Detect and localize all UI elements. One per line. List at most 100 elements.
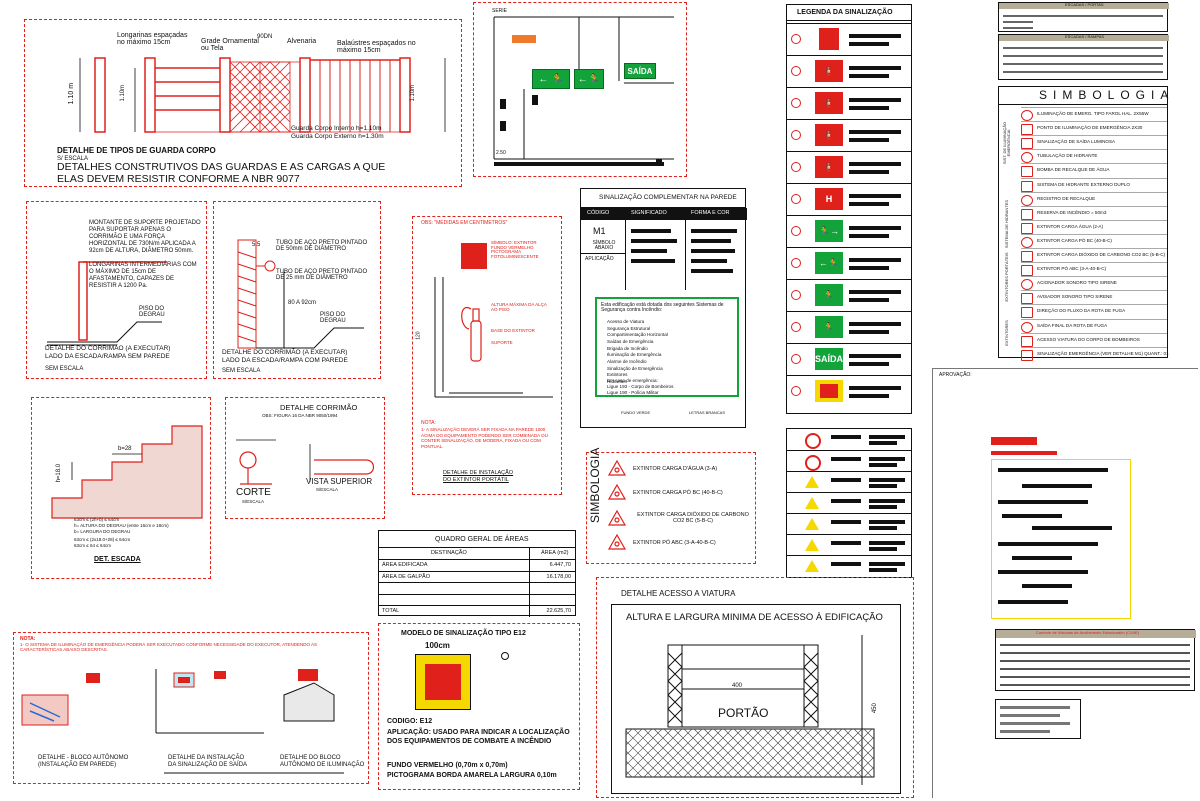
extintor-obs-title: OBS: "MEDIDAS EM CENTÍMETROS": [421, 220, 508, 226]
simbologia-right-label: TUBULAÇÃO DE HIDRANTE: [1037, 153, 1098, 159]
symbol-icon: [1021, 152, 1033, 164]
extintor-caption1: DETALHE DE INSTALAÇÃO: [443, 470, 514, 476]
cvae-table: Controle de Vistorias de Acolhimento Est…: [995, 629, 1196, 691]
bloco-nota: 1- O SISTEMA DE ILUMINAÇÃO DE EMERGÊNCIA…: [20, 642, 318, 652]
sin-comp-item: Extintores: [607, 372, 628, 378]
escada-drawing: [51, 425, 203, 519]
symbol-icon: [1021, 110, 1033, 121]
legenda-text-redacted: [849, 170, 889, 174]
e12-dim-w: 100cm: [425, 641, 450, 650]
simbologia-small-icons: [607, 459, 627, 550]
simbologia-right-label: SINALIZAÇÃO EMERGÊNCIA (VER DETALHE M1) …: [1037, 350, 1169, 356]
legenda-row: 🧯: [787, 151, 911, 184]
panel-extintor: OBS: "MEDIDAS EM CENTÍMETROS" SÍMBOLO: E…: [412, 216, 562, 495]
warning-icon: [805, 560, 819, 572]
legenda-text-redacted: [849, 106, 889, 110]
detalhe-corrimao-corte-escala: S/ESCALA: [242, 499, 265, 504]
sin-comp-simbolo: SÍMBOLO ABAIXO: [592, 240, 616, 252]
legend-small-text-redacted: [869, 463, 897, 467]
extintor-note-ext: ALTURA MÁXIMA DA ALÇA AO PISO: [491, 302, 547, 312]
bloco-caption3b: AUTÔNOMO DE ILUMINAÇÃO: [280, 762, 365, 768]
legenda-bullet-icon: [791, 34, 801, 44]
e12-red-field-icon: [820, 384, 838, 398]
simbologia-small-row-1: EXTINTOR CARGA D'ÁGUA (3-A): [633, 466, 718, 472]
legenda-bullet-icon: [791, 226, 801, 236]
legenda-text-redacted: [849, 298, 889, 302]
legenda-row: [787, 375, 911, 408]
symbol-icon: [1021, 236, 1033, 248]
quadro-row-value: 6.447,70: [549, 562, 571, 568]
legenda-text-redacted: [849, 130, 901, 134]
legenda-text-redacted: [849, 202, 889, 206]
exit-sign-saida: SAÍDA: [624, 63, 656, 79]
sin-comp-title: SINALIZAÇÃO COMPLEMENTAR NA PAREDE: [599, 194, 737, 201]
legend-small-text-redacted: [869, 526, 897, 530]
legend-small-text-redacted: [869, 568, 897, 572]
sin-comp-emergencia: Em caso de emergência:: [607, 378, 658, 383]
legenda-bullet-icon: [791, 386, 801, 396]
simbologia-right-label: EXTINTOR CARGA PÓ BC (40-B-C): [1037, 237, 1112, 243]
legenda-row: SAÍDA: [787, 343, 911, 376]
small-info-table: [995, 699, 1081, 739]
saida-elevation-drawing: [493, 16, 674, 166]
panel-acesso-viatura: DETALHE ACESSO A VIATURA ALTURA E LARGUR…: [596, 577, 914, 798]
panel-corrimao-com-parede: 5.5 TUBO DE AÇO PRETO PINTADO DE 50mm DE…: [213, 201, 381, 379]
sin-comp-item: Compartimentação Horizontal: [607, 332, 668, 338]
detalhe-corrimao-vista-escala: S/ESCALA: [316, 487, 339, 492]
simbologia-small-row-4: EXTINTOR PÓ ABC (3-A-40-B-C): [633, 540, 716, 546]
fire-sign-icon: [819, 28, 839, 50]
simbologia-right-row: ACIONADOR SONORO TIPO SIRENE: [1021, 276, 1167, 291]
sin-comp-item: Segurança Estrutural: [607, 325, 651, 331]
e12-red-field: [425, 664, 461, 700]
simbologia-right-row: TUBULAÇÃO DE HIDRANTE: [1021, 149, 1167, 164]
legend-small-text-redacted: [869, 435, 905, 439]
sin-comp-item: Iluminação de Emergência: [607, 352, 662, 358]
guarda-corpo-line2: ELAS DEVEM RESISTIR CONFORME A NBR 9077: [57, 173, 300, 185]
legend-small-text-redacted: [869, 441, 897, 445]
corrimao-com-parede-escala: SEM ESCALA: [222, 368, 261, 374]
label-guarda-interno: Guarda Corpo Interno h=1.10m: [291, 125, 382, 132]
panel-modelo-e12: MODELO DE SINALIZAÇÃO TIPO E12 100cm 100…: [378, 623, 580, 790]
sin-comp-item: Saídas de Emergência: [607, 338, 654, 344]
legenda-text-redacted: [849, 354, 901, 358]
fire-sign-icon: 🧯: [815, 156, 843, 178]
escada-title: DET. ESCADA: [94, 556, 141, 563]
legend-small-text-redacted: [831, 435, 861, 439]
quadro-col1: DESTINAÇÃO: [431, 550, 467, 556]
table-quadro-areas: QUADRO GERAL DE ÁREAS DESTINAÇÃO ÁREA (m…: [378, 530, 576, 617]
dim-110m: 1.10 m: [68, 82, 76, 105]
dim-5-5: 5.5: [252, 242, 261, 248]
e12-dot-icon: [501, 652, 509, 660]
escada-l4: 63cm ≤ (2x18.0+28) ≤ 64cm: [74, 537, 131, 542]
e12-fundo: FUNDO VERMELHO (0,70m x 0,70m): [387, 762, 508, 769]
simbologia-small-row-3: EXTINTOR CARGA DIÓXIDO DE CARBONO CO2 BC…: [637, 512, 749, 524]
symbol-icon: [1021, 265, 1033, 277]
simbologia-right-row: SISTEMA DE HIDRANTE EXTERNO DUPLO: [1021, 177, 1167, 193]
legend-small-text-redacted: [869, 562, 905, 566]
legenda-text-redacted: [849, 98, 901, 102]
bloco-caption2b: DA SINALIZAÇÃO DE SAÍDA: [168, 762, 248, 768]
dim-110m-b: 1.10m: [120, 84, 127, 102]
cvae-title: Controle de Vistorias de Acolhimento Est…: [1036, 630, 1140, 635]
label-alvenaria: Alvenaria: [287, 38, 317, 45]
escada-l5: 63cm ≤ 64 ≤ 64cm: [74, 543, 111, 548]
table-escadas-portas: ESCADAS / PORTAS: [998, 2, 1169, 32]
legenda-bullet-icon: [791, 322, 801, 332]
legend-small-row: [787, 471, 911, 493]
legend-small-text-redacted: [831, 457, 861, 461]
legenda-text-redacted: [849, 290, 901, 294]
extintor-drawing: [434, 243, 553, 398]
bloco-drawings: [21, 669, 344, 774]
warning-icon: [805, 518, 819, 530]
legend-small-row: [787, 492, 911, 514]
sin-comp-ligue2: Ligue 190 - Polícia Militar: [607, 390, 659, 395]
exit-sign-icon: 🏃→: [815, 220, 843, 242]
legend-small-text-redacted: [869, 457, 905, 461]
legenda-bullet-icon: [791, 258, 801, 268]
legenda-text-redacted: [849, 162, 901, 166]
legend-small-text-redacted: [869, 499, 905, 503]
symbol-icon: [1021, 251, 1033, 262]
detalhe-corrimao-obs: OBS: FIGURA 16 DA NBR 9050/1994: [262, 413, 338, 418]
legenda-text-redacted: [849, 266, 889, 270]
simbologia-right-label: RESERVA DE INCÊNDIO = 50m3: [1037, 209, 1107, 215]
